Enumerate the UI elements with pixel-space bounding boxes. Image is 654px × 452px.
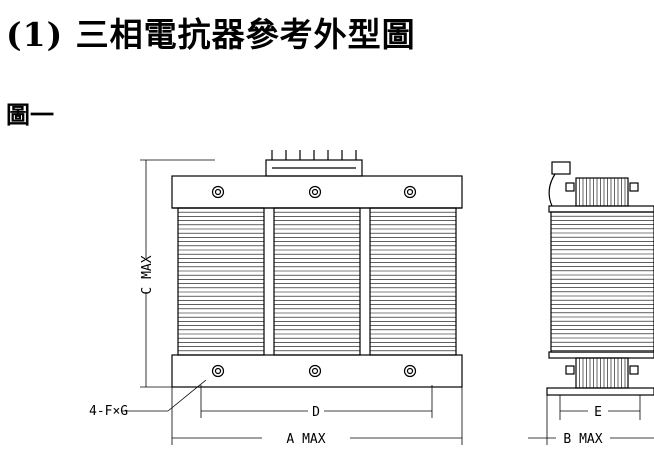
dim-b-max: B MAX [563, 432, 602, 447]
side-terminal [551, 161, 571, 175]
coil-middle [273, 207, 361, 356]
dim-a-max: A MAX [286, 432, 325, 447]
side-bottom-flange [548, 351, 654, 359]
bolt-bottom-right [403, 364, 417, 378]
coil-left [177, 207, 265, 356]
page-title: (1) 三相電抗器參考外型圖 [6, 15, 416, 54]
dim-e: E [594, 405, 602, 420]
terminal-pins [271, 150, 357, 169]
dim-d: D [312, 405, 320, 420]
figure-label: 圖一 [6, 100, 54, 129]
bolt-top-left [211, 185, 225, 199]
dim-holes: 4-F×G [89, 404, 128, 419]
bolt-bottom-center [308, 364, 322, 378]
dim-c-max: C MAX [140, 255, 155, 294]
side-bottom-winding [575, 357, 629, 389]
bolt-top-right [403, 185, 417, 199]
side-top-flange [548, 205, 654, 213]
bolt-top-center [308, 185, 322, 199]
coil-right [369, 207, 457, 356]
side-base [546, 387, 654, 396]
side-top-winding [575, 177, 629, 207]
bolt-bottom-left [211, 364, 225, 378]
